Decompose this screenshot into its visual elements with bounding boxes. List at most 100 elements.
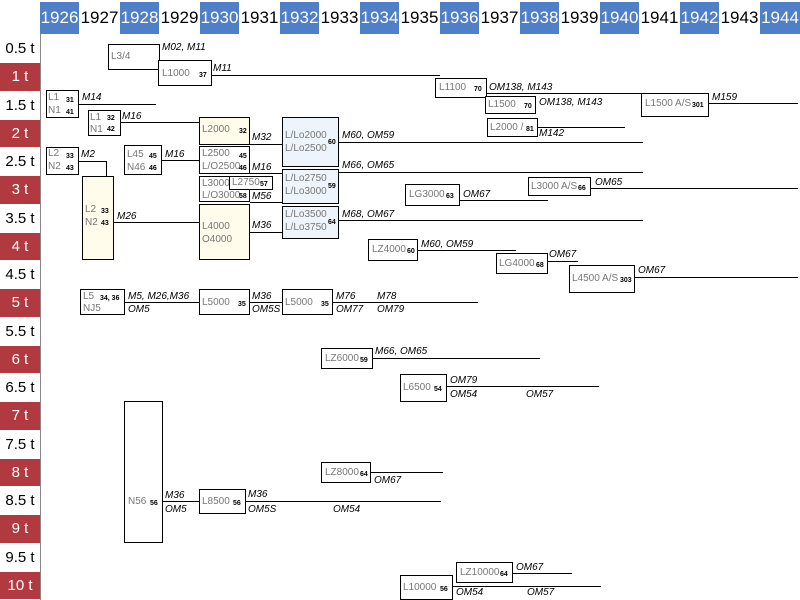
model-box-l2000b	[487, 118, 538, 137]
timeline-line	[246, 501, 441, 502]
model-label: L3/4	[111, 51, 131, 62]
model-box-llo3500	[282, 206, 339, 239]
model-label: N56	[128, 496, 147, 507]
timeline-line	[250, 232, 283, 233]
connector-line	[106, 161, 107, 176]
year-header-cell: 1940	[600, 2, 639, 34]
model-number: 45	[149, 153, 157, 160]
model-number: 54	[434, 386, 442, 393]
model-number: 66	[578, 185, 586, 192]
model-note: OM5	[165, 504, 187, 515]
year-header-cell: 1930	[200, 2, 239, 34]
model-label: LG4000	[499, 258, 535, 269]
model-box-l1	[46, 90, 79, 118]
model-note: OM67	[638, 265, 666, 276]
model-label: LG3000	[409, 189, 445, 200]
model-box-l4500as	[569, 265, 635, 293]
year-header-cell: 1929	[160, 2, 199, 34]
model-note: M16	[165, 149, 185, 160]
model-label: L/O2500	[202, 161, 241, 172]
tonnage-row-label: 2.5 t	[0, 148, 40, 176]
model-number: 31	[66, 97, 74, 104]
timeline-line	[162, 160, 200, 161]
model-label: L5	[83, 291, 95, 302]
year-header-cell: 1944	[760, 2, 800, 34]
model-box-l1500	[485, 96, 536, 114]
model-number: 56	[233, 500, 241, 507]
model-note: M11	[213, 63, 232, 74]
year-header-cell: 1927	[80, 2, 119, 34]
model-note: M14	[82, 92, 102, 103]
model-label: LZ4000	[372, 244, 406, 255]
axis-separator	[40, 34, 41, 600]
model-number: 70	[524, 103, 532, 110]
model-number: 81	[526, 126, 534, 133]
tonnage-row-label: 5 t	[0, 289, 40, 317]
model-number: 42	[107, 126, 115, 133]
model-note: M36	[165, 490, 185, 501]
year-header-cell: 1926	[40, 2, 79, 34]
model-note: M60, OM59	[421, 239, 474, 250]
model-label: L/Lo3750	[285, 222, 327, 233]
model-note: OM5S	[252, 304, 281, 315]
year-header-cell: 1942	[680, 2, 719, 34]
model-label: LZ8000	[325, 467, 359, 478]
model-note: M16	[252, 162, 272, 173]
model-box-lg3000	[405, 184, 460, 206]
model-number: 70	[474, 86, 482, 93]
model-label: L/Lo3000	[285, 186, 327, 197]
year-header-cell: 1932	[280, 2, 319, 34]
model-box-l1b	[88, 110, 121, 136]
model-label: L1500	[488, 99, 516, 110]
model-label: L1500 A/S	[645, 98, 692, 109]
model-label: L/Lo2000	[285, 130, 327, 141]
model-number: 64	[328, 219, 336, 226]
model-label: L10000	[403, 582, 437, 593]
timeline-line	[121, 122, 201, 123]
year-header-cell: 1935	[400, 2, 439, 34]
model-number: 59	[360, 357, 368, 364]
tonnage-row-label: 4 t	[0, 232, 40, 260]
year-header-cell: 1938	[520, 2, 559, 34]
model-box-lg4000	[496, 253, 548, 274]
timeline-line	[447, 386, 599, 387]
model-number: 64	[360, 471, 368, 478]
model-note: M66, OM65	[375, 346, 428, 357]
model-number: 64	[500, 571, 508, 578]
model-number: 301	[692, 102, 704, 109]
model-box-lz6000	[321, 348, 373, 369]
model-note: OM65	[595, 177, 623, 188]
corner-cell	[0, 0, 40, 34]
model-note: M36	[252, 291, 272, 302]
tonnage-row-label: 2 t	[0, 119, 40, 147]
timeline-line	[79, 161, 107, 162]
timeline-line	[487, 93, 644, 94]
model-number: 60	[328, 139, 336, 146]
model-label: L1100	[439, 82, 467, 93]
model-label: L4500 A/S	[572, 273, 619, 284]
model-number: 63	[446, 193, 454, 200]
model-box-lz4000	[368, 239, 418, 261]
model-label: L2500	[202, 148, 230, 159]
model-number: 59	[328, 183, 336, 190]
model-number: 33	[101, 208, 109, 215]
model-box-lz8000	[321, 462, 371, 483]
model-number: 33	[66, 153, 74, 160]
model-box-l8500	[199, 489, 246, 514]
model-box-l2750	[229, 176, 273, 190]
model-label: L4000	[202, 221, 230, 232]
model-box-l3000as	[528, 177, 591, 196]
model-label: LZ10000	[460, 567, 500, 578]
model-label: L6500	[403, 382, 431, 393]
model-box-l1000	[158, 60, 212, 86]
model-number: 32	[107, 115, 115, 122]
model-note: M26	[117, 211, 137, 222]
model-number: 43	[101, 220, 109, 227]
model-box-n56	[124, 401, 163, 543]
model-label: L/Lo3500	[285, 209, 327, 220]
timeline-line	[250, 144, 283, 145]
model-label: L8500	[202, 496, 230, 507]
timeline-line	[114, 222, 200, 223]
tonnage-row-label: 8.5 t	[0, 487, 40, 515]
model-note: M78	[377, 291, 397, 302]
